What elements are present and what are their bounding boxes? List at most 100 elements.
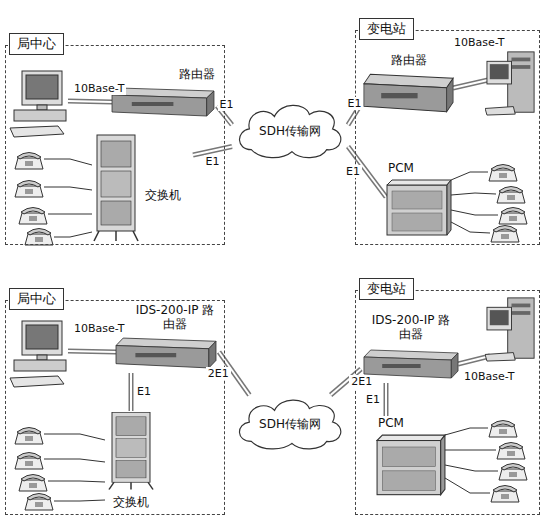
cabinet-panel <box>101 141 131 167</box>
cabinet-body <box>112 412 150 482</box>
link-outer <box>384 383 389 416</box>
cabinet-foot <box>115 231 117 241</box>
node-label: 交换机 <box>145 188 181 202</box>
telephone <box>15 153 43 170</box>
illustration-part <box>68 101 112 102</box>
pcm-body <box>387 185 447 235</box>
pcm-node: PCM <box>386 161 452 241</box>
switch-cabinet <box>93 133 139 243</box>
cabinet-panel <box>116 439 146 458</box>
pcm-body <box>377 441 441 495</box>
router-front <box>364 84 447 112</box>
pcm-slot <box>392 213 442 231</box>
router-device <box>111 87 215 117</box>
transmission-link <box>386 383 387 416</box>
illustration-part <box>458 356 490 364</box>
node-label: 路由器 <box>179 67 215 81</box>
router-panel <box>132 102 174 106</box>
pcm-unit <box>376 434 446 499</box>
cabinet-panel <box>101 201 131 225</box>
link-inner <box>130 373 132 411</box>
telephone <box>19 475 47 492</box>
illustration-part <box>451 172 488 180</box>
telephone <box>497 443 525 460</box>
computer <box>10 71 66 137</box>
router-node: IDS-200-IP 路由器 <box>113 303 219 373</box>
server <box>485 52 534 115</box>
telephone <box>19 208 47 225</box>
cabinet-foot <box>94 231 99 241</box>
telephone <box>25 494 53 511</box>
ethernet-cables <box>68 80 490 364</box>
link-outer <box>129 373 134 411</box>
router-node: 路由器 <box>361 53 456 117</box>
illustration-part <box>451 193 496 195</box>
transmission-link <box>131 373 132 411</box>
cabinet-foot <box>130 482 132 489</box>
telephone <box>499 464 527 481</box>
cable-label: 10Base-T <box>72 322 126 335</box>
link-label: E1 <box>218 98 236 111</box>
node-label: 变电站 <box>359 18 414 40</box>
cable-label: 10Base-T <box>72 82 126 95</box>
cloud-node: SDH传输网 <box>232 100 348 162</box>
link-label: E1 <box>346 97 364 110</box>
node-label: SDH传输网 <box>259 124 321 138</box>
node-label: 交换机 <box>96 495 166 509</box>
router-device <box>363 349 459 379</box>
illustration-part <box>458 356 490 364</box>
telephone <box>489 165 517 182</box>
computer <box>10 321 66 387</box>
pcm-node: PCM <box>376 416 446 501</box>
region-box: 变电站路由器PCM <box>355 30 540 245</box>
transmission-link <box>193 147 232 156</box>
telephone <box>25 229 53 246</box>
illustration-part <box>68 351 116 352</box>
pcm-top <box>377 435 445 440</box>
pcm-side <box>447 180 451 235</box>
node-label: IDS-200-IP 路由器 <box>133 303 217 332</box>
illustration-part <box>48 481 105 482</box>
pcm-slot <box>392 191 442 209</box>
illustration-part <box>445 450 496 451</box>
node-label: 局中心 <box>9 33 64 55</box>
illustration-part <box>44 459 105 462</box>
link-label: 2E1 <box>206 367 231 380</box>
cabinet-body <box>97 135 135 231</box>
link-inner <box>385 383 387 416</box>
illustration-part <box>451 210 498 215</box>
server <box>485 298 534 361</box>
router-device <box>115 337 217 369</box>
node-label: PCM <box>388 161 414 175</box>
router-side <box>209 341 216 368</box>
router-side <box>451 353 458 378</box>
pcm-slot <box>382 447 435 467</box>
router-side <box>207 91 214 116</box>
illustration-part <box>445 428 488 435</box>
illustration-part <box>54 232 92 237</box>
cabinet-foot <box>109 482 114 489</box>
cabinet-panel <box>116 417 146 436</box>
switch-node: 交换机 <box>93 133 193 243</box>
pcm-unit <box>386 179 452 239</box>
node-label: 局中心 <box>9 288 64 310</box>
link-label: E1 <box>204 155 222 168</box>
telephone <box>497 187 525 204</box>
illustration-part <box>48 214 92 215</box>
illustration-part <box>453 80 488 88</box>
illustration-part <box>44 159 92 165</box>
switch-cabinet <box>108 411 154 491</box>
cabinet-panel <box>116 460 146 477</box>
illustration-part <box>44 187 92 190</box>
cloud-outline <box>239 105 340 157</box>
link-label: 2E1 <box>349 375 374 388</box>
router-panel <box>381 93 417 98</box>
telephone <box>491 486 519 503</box>
cloud-node: SDH传输网 <box>232 395 348 453</box>
telephone <box>489 421 517 438</box>
router-side <box>447 78 453 111</box>
cloud-outline <box>239 400 340 449</box>
cable-label: 10Base-T <box>462 370 516 383</box>
illustration-part <box>453 80 488 88</box>
